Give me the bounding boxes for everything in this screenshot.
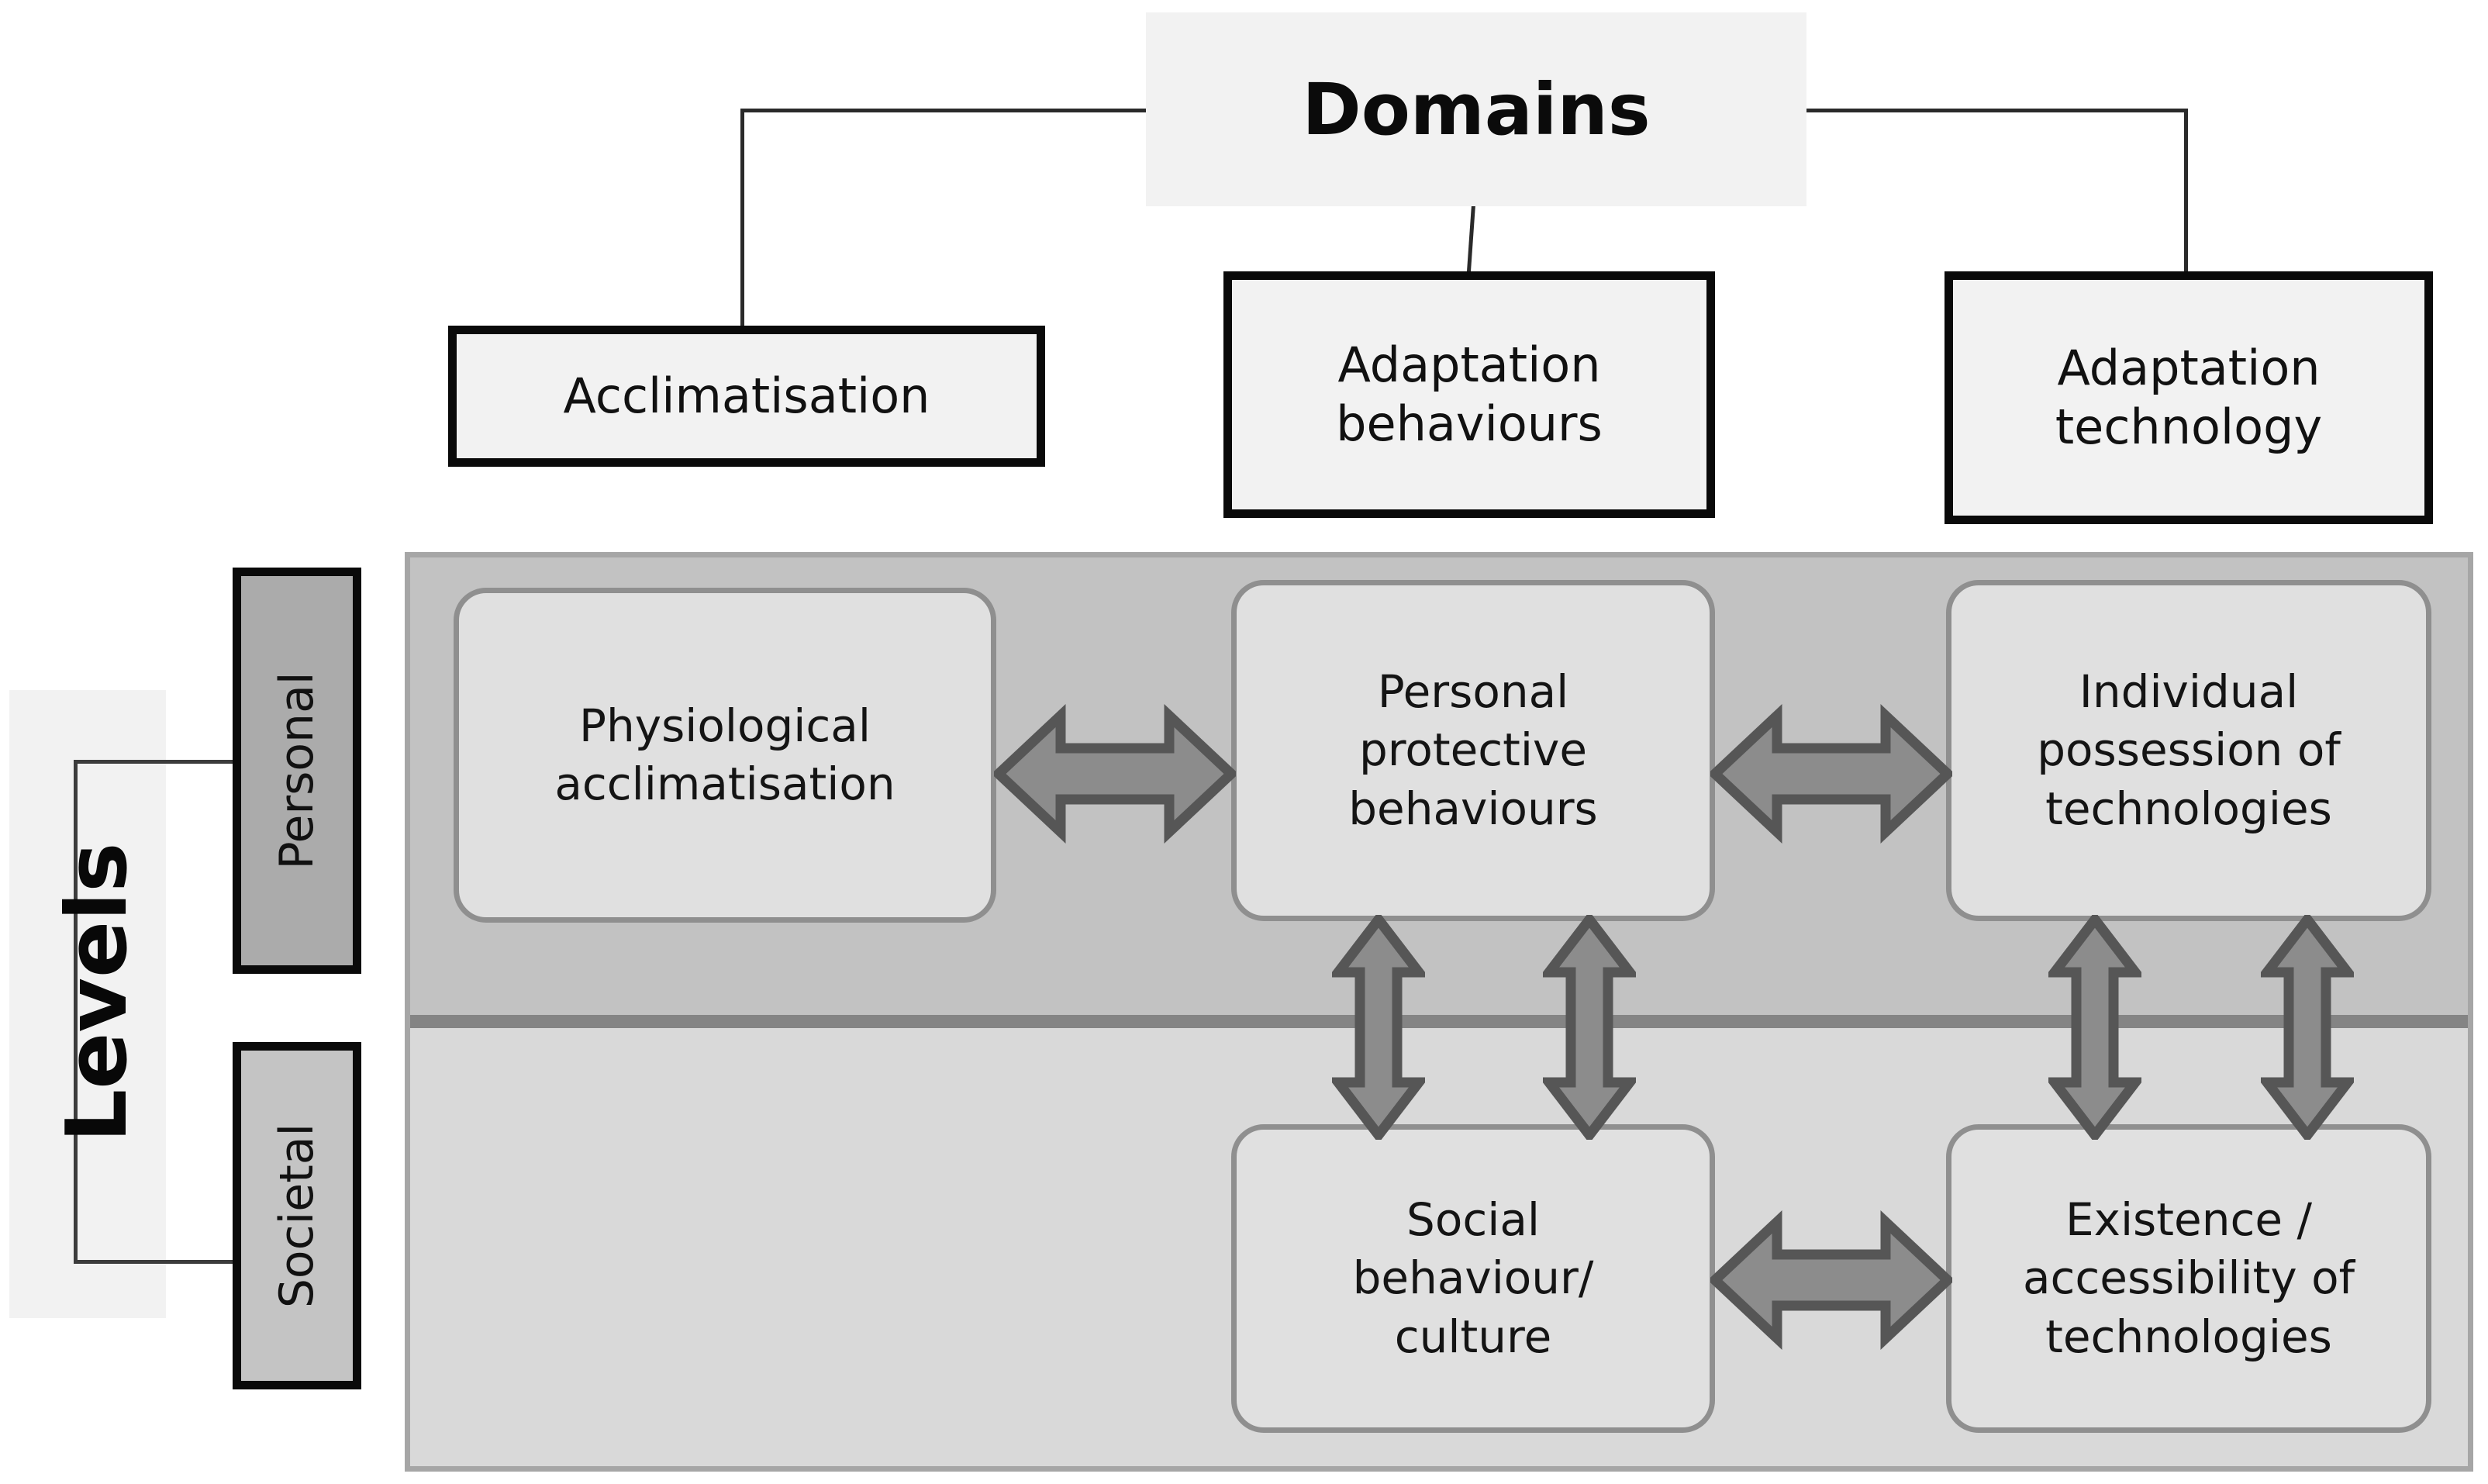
connector-domains-to-adaptation-behaviours xyxy=(1466,204,1475,273)
connector-domains-to-acclimatisation-horizontal xyxy=(740,109,1147,112)
level-tab-societal: Societal xyxy=(233,1042,361,1389)
connector-domains-to-adaptation-technology-vertical xyxy=(2184,109,2188,273)
domains-title: Domains xyxy=(1146,12,1806,206)
node-individual-possession-of-technologies: Individual possession of technologies xyxy=(1946,580,2431,921)
level-tab-label-personal: Personal xyxy=(270,671,324,870)
band-divider xyxy=(410,1015,2468,1028)
connector-domains-to-acclimatisation-vertical xyxy=(740,109,744,327)
levels-axis-label: Levels xyxy=(48,842,146,1143)
double-arrow-vertical-icon xyxy=(1543,915,1636,1140)
double-arrow-vertical-icon xyxy=(1332,915,1425,1140)
domain-box-adaptation-technology: Adaptation technology xyxy=(1945,271,2433,524)
node-physiological-acclimatisation: Physiological acclimatisation xyxy=(454,588,996,923)
domain-box-adaptation-behaviours: Adaptation behaviours xyxy=(1223,271,1715,518)
node-label-physiological-acclimatisation: Physiological acclimatisation xyxy=(554,699,895,810)
double-arrow-horizontal-icon xyxy=(1710,702,1952,846)
node-label-individual-possession-of-technologies: Individual possession of technologies xyxy=(2037,664,2341,835)
levels-axis-background xyxy=(9,690,166,1318)
node-personal-protective-behaviours: Personal protective behaviours xyxy=(1231,580,1715,921)
double-arrow-vertical-icon xyxy=(2261,915,2354,1140)
level-tab-label-societal: Societal xyxy=(270,1123,324,1309)
double-arrow-vertical-icon xyxy=(2048,915,2141,1140)
node-existence-accessibility-of-technologies: Existence / accessibility of technologie… xyxy=(1946,1124,2431,1433)
domain-label-adaptation-technology: Adaptation technology xyxy=(2055,340,2323,455)
levels-bracket-spine xyxy=(74,760,78,1264)
node-label-personal-protective-behaviours: Personal protective behaviours xyxy=(1348,664,1598,835)
double-arrow-horizontal-icon xyxy=(994,702,1236,846)
levels-bracket-branch-societal xyxy=(74,1260,236,1264)
node-label-existence-accessibility-of-technologies: Existence / accessibility of technologie… xyxy=(2022,1192,2355,1363)
domain-box-acclimatisation: Acclimatisation xyxy=(448,326,1045,467)
double-arrow-horizontal-icon xyxy=(1710,1208,1952,1352)
domain-label-acclimatisation: Acclimatisation xyxy=(563,368,930,425)
level-tab-personal: Personal xyxy=(233,568,361,974)
domain-label-adaptation-behaviours: Adaptation behaviours xyxy=(1336,336,1603,452)
levels-bracket-branch-personal xyxy=(74,760,236,764)
connector-domains-to-adaptation-technology-horizontal xyxy=(1805,109,2188,112)
node-label-social-behaviour-culture: Social behaviour/ culture xyxy=(1352,1192,1594,1363)
node-social-behaviour-culture: Social behaviour/ culture xyxy=(1231,1124,1715,1433)
